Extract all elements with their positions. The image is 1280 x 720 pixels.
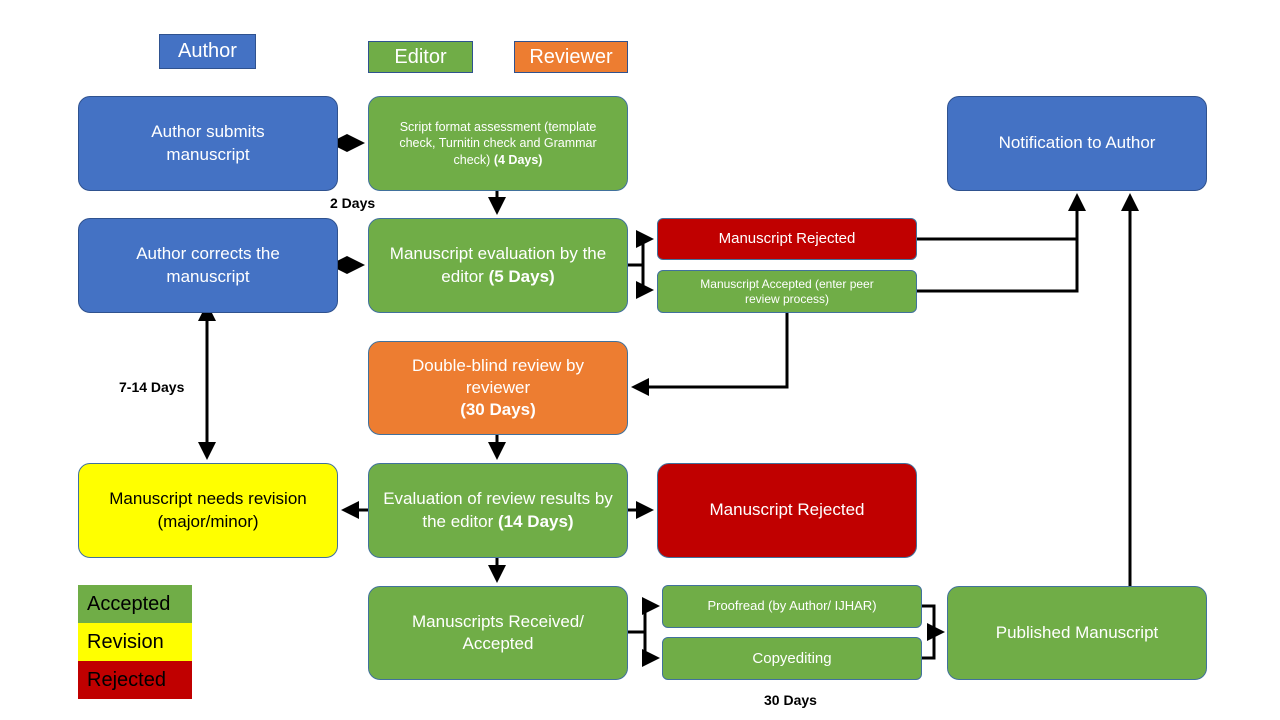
line-merge-published: [921, 604, 936, 660]
node-eval-review-text: Evaluation of review results by the edit…: [383, 489, 613, 531]
header-editor: Editor: [368, 41, 473, 73]
node-double-blind[interactable]: Double-blind review by reviewer (30 Days): [368, 341, 628, 435]
node-published-label: Published Manuscript: [995, 622, 1159, 642]
arrow-accepted-to-notification: [917, 193, 1086, 293]
header-reviewer: Reviewer: [514, 41, 628, 73]
node-copyediting[interactable]: Copyediting: [662, 637, 922, 680]
node-evaluation-editor-text: Manuscript evaluation by the editor: [389, 244, 607, 286]
legend-accepted-label: Accepted: [87, 592, 171, 615]
node-published[interactable]: Published Manuscript: [947, 586, 1207, 680]
node-accepted-peer-label: Manuscript Accepted (enter peer review p…: [700, 276, 874, 306]
legend-revision-label: Revision: [87, 630, 164, 653]
node-script-format-days: (4 Days): [493, 152, 543, 167]
node-author-corrects[interactable]: Author corrects the manuscript: [78, 218, 338, 313]
node-author-corrects-label: Author corrects the manuscript: [136, 244, 280, 286]
node-eval-review-label: Evaluation of review results by the edit…: [383, 488, 613, 532]
header-reviewer-label: Reviewer: [529, 45, 613, 68]
legend-rejected-label: Rejected: [87, 668, 166, 691]
node-author-submits-label: Author submits manuscript: [151, 122, 265, 164]
node-evaluation-editor-days: (5 Days): [488, 266, 555, 286]
header-editor-label: Editor: [394, 45, 447, 68]
node-notification-label: Notification to Author: [998, 133, 1156, 153]
arrow-accepted-to-review: [631, 312, 789, 396]
node-script-format-text: Script format assessment (template check…: [399, 120, 597, 167]
node-eval-review[interactable]: Evaluation of review results by the edit…: [368, 463, 628, 558]
duration-two-days: 2 Days: [330, 195, 376, 211]
node-received-accepted[interactable]: Manuscripts Received/ Accepted: [368, 586, 628, 680]
node-eval-review-days: (14 Days): [498, 511, 574, 531]
node-proofread-label: Proofread (by Author/ IJHAR): [707, 598, 877, 614]
duration-seven-fourteen-days: 7-14 Days: [119, 379, 185, 395]
node-needs-revision[interactable]: Manuscript needs revision (major/minor): [78, 463, 338, 558]
node-needs-revision-label: Manuscript needs revision (major/minor): [109, 489, 307, 531]
node-rejected-2-label: Manuscript Rejected: [709, 500, 865, 520]
node-rejected-2[interactable]: Manuscript Rejected: [657, 463, 917, 558]
header-author-label: Author: [178, 40, 237, 62]
node-double-blind-text: Double-blind review by reviewer: [412, 355, 584, 397]
node-double-blind-label: Double-blind review by reviewer (30 Days): [388, 355, 608, 421]
legend-accepted: Accepted: [78, 585, 192, 623]
legend-revision: Revision: [78, 623, 192, 661]
node-script-format[interactable]: Script format assessment (template check…: [368, 96, 628, 191]
node-author-submits[interactable]: Author submits manuscript: [78, 96, 338, 191]
node-double-blind-days: (30 Days): [460, 400, 536, 420]
header-author: Author: [159, 34, 256, 69]
node-rejected-1[interactable]: Manuscript Rejected: [657, 218, 917, 260]
node-script-format-label: Script format assessment (template check…: [391, 119, 606, 168]
node-received-accepted-label: Manuscripts Received/ Accepted: [412, 611, 584, 653]
duration-thirty-days: 30 Days: [764, 692, 817, 708]
node-copyediting-label: Copyediting: [752, 649, 832, 667]
node-evaluation-editor-label: Manuscript evaluation by the editor (5 D…: [383, 243, 613, 287]
node-proofread[interactable]: Proofread (by Author/ IJHAR): [662, 585, 922, 628]
node-rejected-1-label: Manuscript Rejected: [718, 230, 856, 248]
node-accepted-peer[interactable]: Manuscript Accepted (enter peer review p…: [657, 270, 917, 313]
legend-rejected: Rejected: [78, 661, 192, 699]
node-notification[interactable]: Notification to Author: [947, 96, 1207, 191]
node-evaluation-editor[interactable]: Manuscript evaluation by the editor (5 D…: [368, 218, 628, 313]
